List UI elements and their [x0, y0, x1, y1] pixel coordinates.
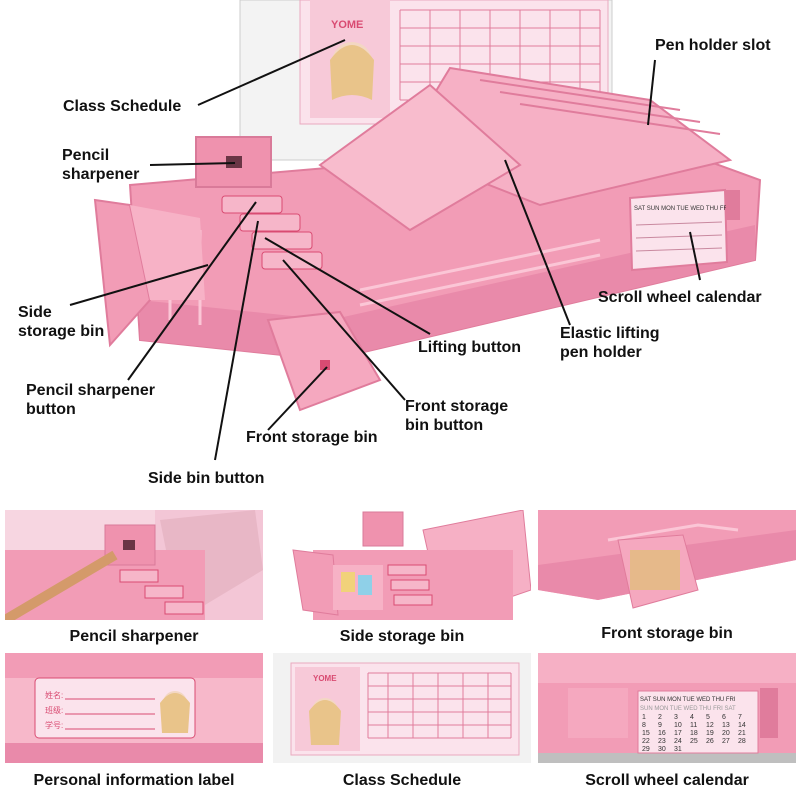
calendar-number: 10: [674, 722, 682, 729]
label-field-1: 姓名:: [45, 690, 63, 700]
calendar-number: 11: [690, 722, 697, 729]
label-elastic-lifting-pen-holder: Elastic lifting pen holder: [560, 325, 660, 361]
calendar-number: 5: [706, 714, 710, 721]
label-pencil-sharpener-button: Pencil sharpener button: [26, 382, 155, 418]
label-field-2: 班级:: [45, 705, 63, 715]
caption-front-storage-bin: Front storage bin: [601, 625, 733, 642]
thumb-scroll-wheel-calendar: SAT SUN MON TUE WED THU FRI SUN MON TUE …: [538, 653, 796, 763]
thumb-personal-information-label: 姓名: 班级: 学号:: [5, 653, 263, 763]
caption-pencil-sharpener: Pencil sharpener: [69, 628, 199, 645]
label-front-storage-bin-button: Front storage bin button: [405, 398, 509, 434]
label-pencil-sharpener: Pencil sharpener: [62, 147, 140, 183]
pencil-sharpener-block: [195, 136, 272, 188]
calendar-number: 27: [722, 738, 730, 745]
caption-scroll-wheel-calendar: Scroll wheel calendar: [585, 772, 749, 789]
class-schedule-board: YOME: [239, 0, 613, 161]
calendar-number: 20: [722, 730, 730, 737]
calendar-number: 7: [738, 714, 742, 721]
calendar-number: 13: [722, 722, 730, 729]
main-product-photo: YOME: [18, 0, 771, 487]
calendar-number: 31: [674, 746, 682, 753]
calendar-number: 25: [690, 738, 698, 745]
label-pen-holder-slot: Pen holder slot: [655, 37, 771, 54]
calendar-days-thumb: SAT SUN MON TUE WED THU FRI: [640, 697, 736, 703]
calendar-number: 18: [690, 730, 698, 737]
elastic-lifting-pen-holder-shape: [318, 66, 733, 232]
pencil-case-illustration: YOME: [69, 0, 762, 461]
brand-text: YOME: [331, 19, 363, 31]
scroll-wheel-calendar-shape: SAT SUN MON TUE WED THU FRI: [628, 188, 740, 272]
calendar-number: 28: [738, 738, 746, 745]
calendar-number: 23: [658, 738, 666, 745]
calendar-number: 22: [642, 738, 650, 745]
calendar-days-row: SAT SUN MON TUE WED THU FRI: [634, 206, 730, 212]
calendar-number: 19: [706, 730, 714, 737]
calendar-number: 29: [642, 746, 650, 753]
calendar-number: 4: [690, 714, 694, 721]
thumb-front-storage-bin: [538, 510, 796, 620]
calendar-number: 17: [674, 730, 682, 737]
thumb-pencil-sharpener: [5, 510, 263, 620]
calendar-number: 3: [674, 714, 678, 721]
calendar-number: 30: [658, 746, 666, 753]
leader-lines: [69, 39, 701, 461]
calendar-days-thumb-alt: SUN MON TUE WED THU FRI SAT: [640, 706, 736, 712]
calendar-number: 24: [674, 738, 682, 745]
calendar-number: 12: [706, 722, 714, 729]
thumb-class-schedule: YOME: [273, 653, 531, 763]
caption-class-schedule: Class Schedule: [342, 772, 462, 789]
side-storage-bin-shape: [93, 198, 205, 348]
label-front-storage-bin: Front storage bin: [246, 429, 378, 446]
label-scroll-wheel-calendar: Scroll wheel calendar: [598, 289, 762, 306]
caption-personal-information-label: Personal information label: [33, 772, 235, 789]
caption-side-storage-bin: Side storage bin: [339, 628, 465, 645]
calendar-number: 8: [642, 722, 646, 729]
label-lifting-button: Lifting button: [418, 339, 522, 356]
calendar-number: 6: [722, 714, 726, 721]
label-class-schedule: Class Schedule: [63, 98, 182, 115]
calendar-number: 21: [738, 730, 746, 737]
label-side-storage-bin: Side storage bin: [18, 304, 105, 340]
control-buttons: [221, 195, 323, 270]
label-side-bin-button: Side bin button: [148, 470, 265, 487]
calendar-number: 1: [642, 714, 646, 721]
label-field-3: 学号:: [45, 720, 63, 730]
brand-text-thumb: YOME: [313, 674, 337, 683]
calendar-number: 2: [658, 714, 662, 721]
calendar-number: 14: [738, 722, 746, 729]
calendar-number: 9: [658, 722, 662, 729]
calendar-number: 16: [658, 730, 666, 737]
thumb-side-storage-bin: [273, 510, 531, 620]
calendar-number: 15: [642, 730, 650, 737]
front-storage-bin-shape: [266, 310, 382, 412]
calendar-number: 26: [706, 738, 714, 745]
